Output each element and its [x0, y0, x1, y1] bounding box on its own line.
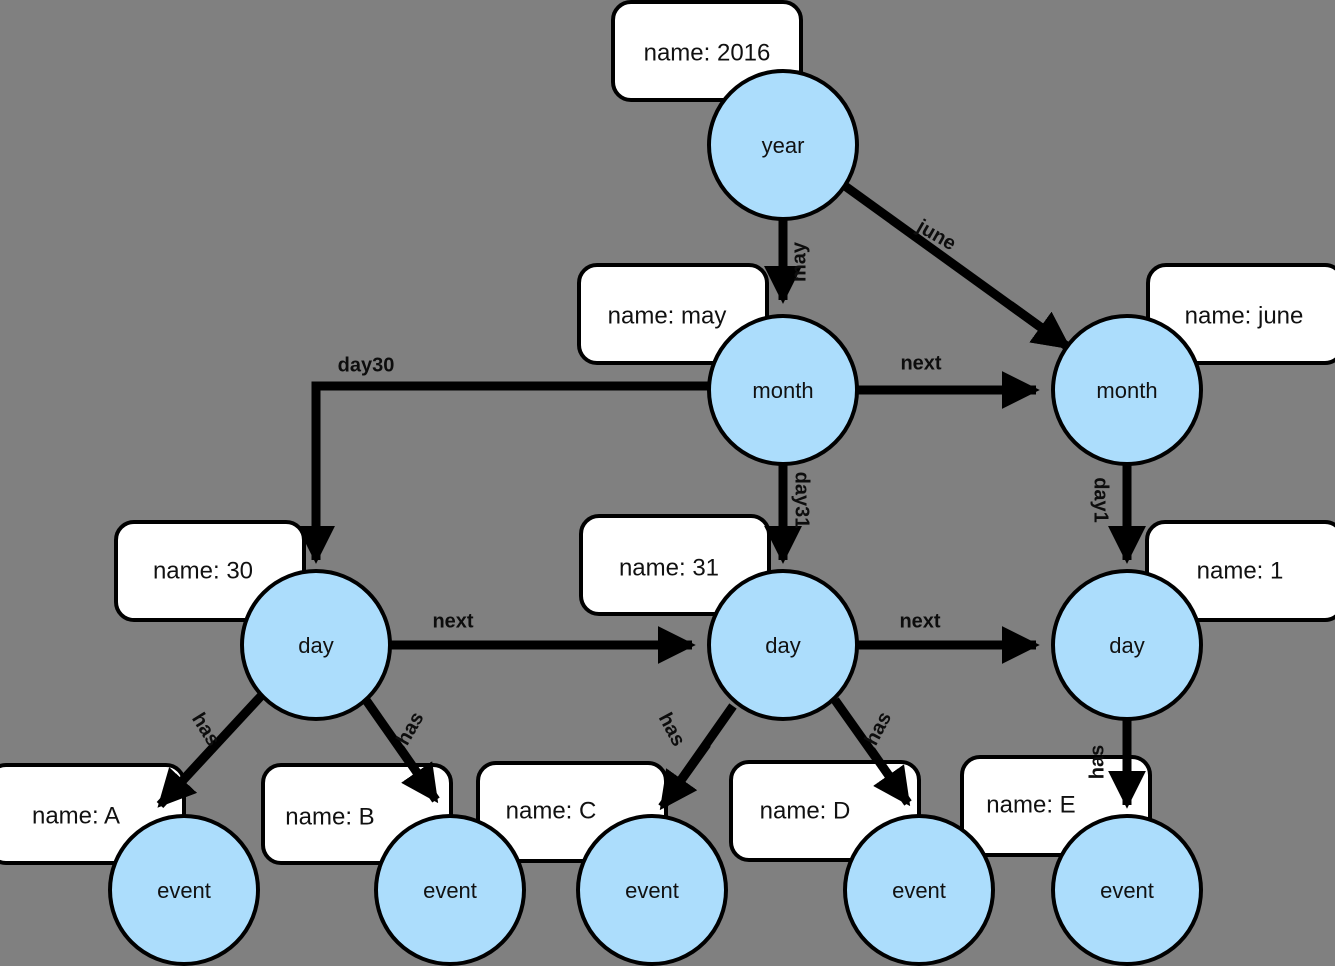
node-event-d-shape: [843, 814, 995, 966]
edge-label-next-month: next: [900, 352, 941, 374]
property-box-day31: name: 31: [579, 514, 771, 616]
node-day-1[interactable]: day: [1051, 569, 1203, 721]
property-box-day31-text: name: 31: [619, 554, 719, 581]
edge-label-next-day-a: next: [432, 610, 473, 632]
node-month-may-label: month: [752, 378, 813, 403]
edge-label-day31: day31: [791, 472, 813, 529]
node-month-june-shape: [1051, 314, 1203, 466]
property-box-day31-shape: [579, 514, 771, 616]
node-month-june[interactable]: month: [1051, 314, 1203, 466]
node-month-june-label: month: [1096, 378, 1157, 403]
property-box-event-e-text: name: E: [986, 791, 1075, 818]
property-box-june-text: name: june: [1185, 302, 1304, 329]
node-event-d[interactable]: event: [843, 814, 995, 966]
edge-has-a-tip: [156, 738, 222, 809]
property-box-may-text: name: may: [608, 302, 727, 329]
node-event-b[interactable]: event: [374, 814, 526, 966]
node-event-a-label: event: [157, 878, 211, 903]
edge-has-d-tip: [867, 747, 912, 807]
node-event-c-label: event: [625, 878, 679, 903]
node-event-a[interactable]: event: [108, 814, 260, 966]
property-box-day1-shape: [1145, 520, 1335, 622]
edge-label-day1: day1: [1090, 477, 1112, 523]
property-box-june-shape: [1146, 263, 1335, 365]
edge-label-has-c: has: [654, 709, 690, 750]
node-month-may[interactable]: month: [707, 314, 859, 466]
node-year[interactable]: year: [707, 69, 859, 221]
edge-label-has-e: has: [1086, 745, 1108, 779]
property-box-may-shape: [577, 263, 769, 365]
property-box-may: name: may: [577, 263, 769, 365]
node-event-e-label: event: [1100, 878, 1154, 903]
node-month-may-shape: [707, 314, 859, 466]
node-event-b-shape: [374, 814, 526, 966]
property-box-day30: name: 30: [114, 520, 306, 622]
node-day-31[interactable]: day: [707, 569, 859, 721]
node-event-e[interactable]: event: [1051, 814, 1203, 966]
node-day-31-shape: [707, 569, 859, 721]
node-event-c[interactable]: event: [576, 814, 728, 966]
node-day-30[interactable]: day: [240, 569, 392, 721]
property-boxes-layer: name: 2016 name: may name: june name: 30…: [0, 0, 1335, 865]
node-event-a-shape: [108, 814, 260, 966]
node-year-label: year: [762, 133, 805, 158]
node-day-1-shape: [1051, 569, 1203, 721]
node-event-e-shape: [1051, 814, 1203, 966]
edge-has-b-tip: [396, 745, 440, 804]
property-box-june: name: june: [1146, 263, 1335, 365]
node-day-31-label: day: [765, 633, 800, 658]
property-box-event-b-text: name: B: [285, 803, 374, 830]
property-box-year-text: name: 2016: [644, 39, 771, 66]
edge-label-next-day-b: next: [899, 610, 940, 632]
node-day-30-shape: [240, 569, 392, 721]
edges-overlay-layer: [156, 250, 1146, 811]
edge-has-c-tip: [658, 741, 711, 811]
edge-june-tip: [1007, 301, 1072, 351]
node-event-c-shape: [576, 814, 728, 966]
node-year-shape: [707, 69, 859, 221]
node-event-d-label: event: [892, 878, 946, 903]
node-day-1-label: day: [1109, 633, 1144, 658]
property-box-day1: name: 1: [1145, 520, 1335, 622]
edge-label-may: may: [788, 241, 810, 282]
property-box-event-a-text: name: A: [32, 802, 120, 829]
node-event-b-label: event: [423, 878, 477, 903]
property-box-event-c-text: name: C: [506, 797, 597, 824]
property-box-event-d-text: name: D: [760, 797, 851, 824]
edge-label-day30: day30: [338, 354, 395, 376]
node-day-30-label: day: [298, 633, 333, 658]
property-box-day30-text: name: 30: [153, 557, 253, 584]
property-box-day1-text: name: 1: [1197, 557, 1284, 584]
nodes-layer: year month month day day day: [108, 69, 1203, 966]
